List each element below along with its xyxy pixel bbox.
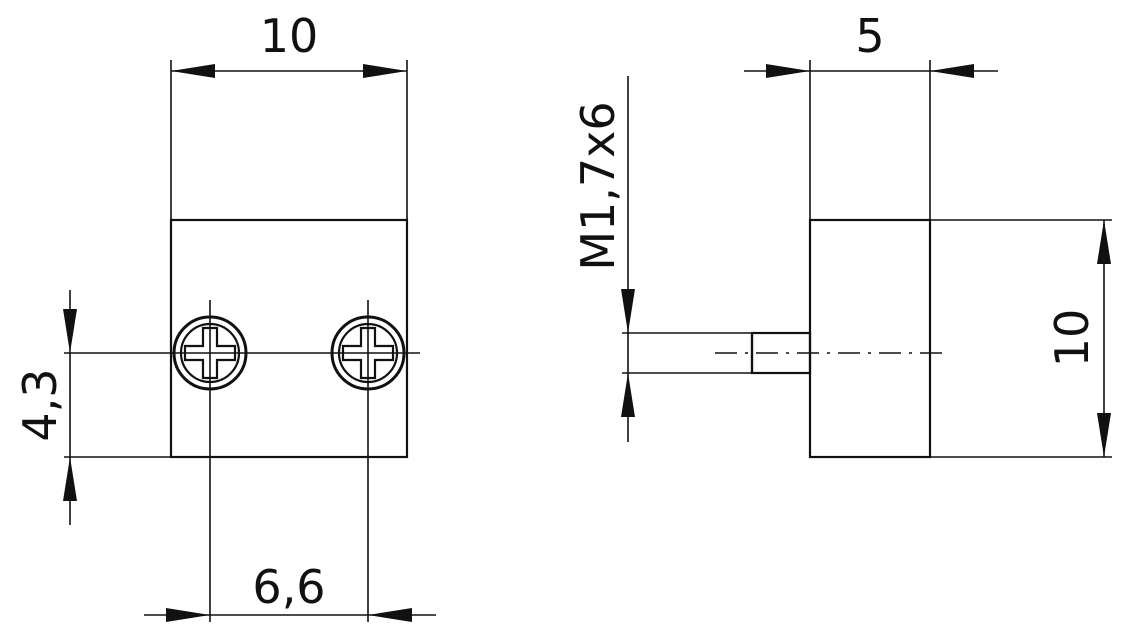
hole-spacing-dimension: 6,6 (144, 560, 436, 622)
side-block-outline (808, 218, 932, 459)
side-view: 5 10 M1,7x6 (571, 9, 1112, 459)
side-height-dimension: 10 (930, 219, 1112, 458)
thread-label: M1,7x6 (571, 101, 625, 270)
side-depth-dimension: 5 (744, 9, 998, 220)
side-height-label: 10 (1045, 309, 1099, 368)
hole-height-dimension: 4,3 (13, 290, 171, 525)
hole-height-label: 4,3 (13, 368, 67, 441)
front-width-dimension: 10 (170, 9, 408, 220)
thread-dimension: M1,7x6 (571, 76, 752, 442)
side-depth-label: 5 (855, 9, 884, 63)
front-block-outline (169, 218, 409, 459)
hole-spacing-label: 6,6 (252, 560, 325, 614)
front-view: 10 6,6 4,3 (13, 9, 436, 622)
screw-right (330, 315, 406, 391)
front-width-label: 10 (260, 9, 319, 63)
screw-left (172, 315, 248, 391)
